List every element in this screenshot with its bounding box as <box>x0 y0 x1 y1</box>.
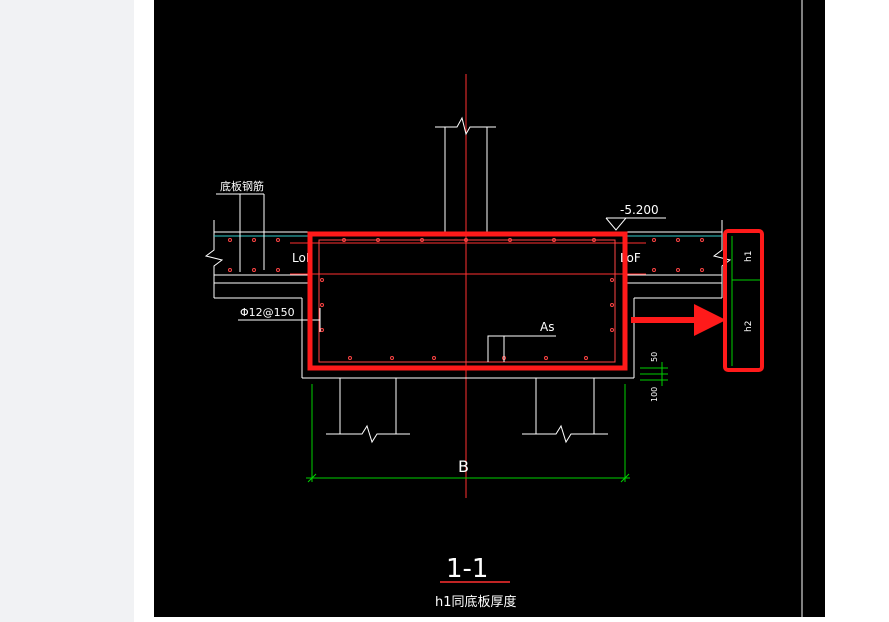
h1-label: h1 <box>744 251 754 262</box>
pointer-arrow <box>631 304 726 336</box>
base-slab-left <box>204 220 312 378</box>
pit-outline <box>302 232 634 379</box>
width-dimension <box>306 384 630 483</box>
h-dimension-box <box>723 229 764 372</box>
bottom-rebar-label: 底板钢筋 <box>220 179 264 193</box>
column-top <box>435 116 496 233</box>
bottom-rebar-callout: 底板钢筋 <box>216 179 265 272</box>
stirrup-label: Φ12@150 <box>240 306 295 319</box>
as-label: As <box>540 320 554 334</box>
dim-50-label: 50 <box>650 352 659 362</box>
dim-100-label: 100 <box>650 387 659 402</box>
elevation-label: -5.200 <box>620 203 659 217</box>
horizontal-rebar <box>290 242 646 275</box>
pit-rebar <box>318 238 616 363</box>
thickness-dimension <box>640 362 668 386</box>
slab-rebar-dots <box>228 238 704 272</box>
elevation-mark: -5.200 <box>605 203 666 231</box>
cad-drawing-canvas[interactable]: 底板钢筋 -5.200 LoF LoF Φ12@150 As 50 100 B <box>154 0 825 617</box>
pit-highlight-box <box>307 231 628 371</box>
left-panel <box>0 0 134 622</box>
section-caption: h1同底板厚度 <box>435 594 517 610</box>
section-drawing: 底板钢筋 -5.200 LoF LoF Φ12@150 As 50 100 B <box>204 0 803 617</box>
piles <box>326 378 608 444</box>
width-label: B <box>458 457 469 476</box>
stirrup-callout: Φ12@150 <box>238 306 321 332</box>
h2-label: h2 <box>744 321 754 332</box>
section-title: 1-1 <box>446 554 488 584</box>
base-slab-right <box>625 220 732 378</box>
as-callout: As <box>487 320 556 362</box>
